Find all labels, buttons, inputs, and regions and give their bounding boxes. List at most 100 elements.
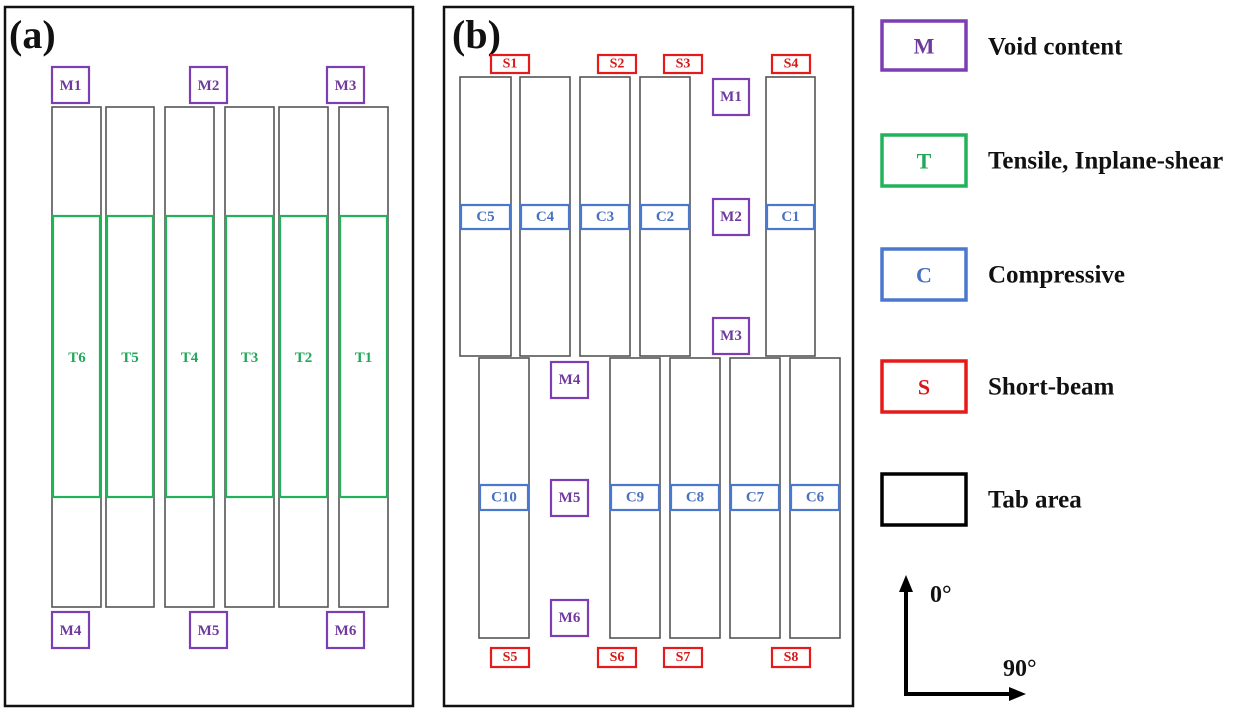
svg-text:C9: C9 bbox=[626, 490, 644, 506]
void-sample: M4 bbox=[549, 360, 590, 400]
panel-a-frame bbox=[3, 5, 415, 708]
tensile-gauge bbox=[51, 214, 102, 499]
compressive-gauge bbox=[579, 203, 631, 231]
svg-text:Tensile, Inplane-shear: Tensile, Inplane-shear bbox=[988, 148, 1223, 175]
legend-item-void-content: M Void content bbox=[880, 19, 1123, 72]
svg-text:C10: C10 bbox=[491, 490, 517, 506]
svg-text:M4: M4 bbox=[559, 372, 581, 388]
tab-area bbox=[338, 106, 389, 608]
svg-text:C1: C1 bbox=[781, 209, 799, 225]
legend-swatch-compressive bbox=[880, 247, 968, 302]
legend-item-short-beam: S Short-beam bbox=[880, 359, 1115, 414]
svg-text:Tab area: Tab area bbox=[988, 487, 1082, 514]
legend-swatch-void bbox=[880, 19, 968, 72]
svg-text:T: T bbox=[917, 149, 932, 174]
svg-text:M6: M6 bbox=[335, 623, 357, 639]
legend-swatch-tensile bbox=[880, 133, 968, 188]
short-beam-sample: S4 bbox=[770, 53, 812, 75]
svg-text:S: S bbox=[918, 375, 930, 400]
svg-text:C6: C6 bbox=[806, 490, 825, 506]
svg-text:Void content: Void content bbox=[988, 34, 1123, 61]
void-sample: M5 bbox=[549, 478, 590, 518]
svg-text:C3: C3 bbox=[596, 209, 614, 225]
short-beam-sample: S8 bbox=[770, 646, 812, 669]
compressive-specimen: C4 bbox=[519, 76, 571, 357]
svg-text:M3: M3 bbox=[720, 328, 742, 344]
svg-text:S8: S8 bbox=[784, 650, 799, 665]
compressive-gauge bbox=[609, 483, 661, 512]
svg-text:M6: M6 bbox=[559, 610, 581, 626]
panel-b-frame bbox=[442, 5, 855, 708]
compressive-specimen: C10 bbox=[478, 357, 530, 639]
legend-item-tensile: T Tensile, Inplane-shear bbox=[880, 133, 1223, 188]
svg-text:M4: M4 bbox=[60, 623, 82, 639]
tensile-gauge bbox=[224, 214, 275, 499]
void-sample: M6 bbox=[325, 610, 366, 650]
legend-item-compressive: C Compressive bbox=[880, 247, 1125, 302]
compressive-gauge bbox=[459, 203, 512, 231]
svg-text:S5: S5 bbox=[503, 650, 518, 665]
compressive-gauge bbox=[789, 483, 841, 512]
void-sample: M3 bbox=[711, 316, 751, 356]
tensile-specimen: T6 bbox=[51, 106, 102, 608]
tensile-specimen: T5 bbox=[105, 106, 155, 608]
compressive-specimen: C3 bbox=[579, 76, 631, 357]
void-sample: M5 bbox=[188, 610, 229, 650]
svg-text:S7: S7 bbox=[676, 650, 691, 665]
compressive-gauge bbox=[765, 203, 816, 231]
svg-text:T5: T5 bbox=[121, 350, 139, 366]
tab-area bbox=[278, 106, 329, 608]
arrow-right-icon bbox=[1009, 687, 1026, 701]
compressive-specimen: C8 bbox=[669, 357, 721, 639]
svg-text:C5: C5 bbox=[476, 209, 494, 225]
svg-text:S1: S1 bbox=[503, 57, 518, 72]
svg-text:C2: C2 bbox=[656, 209, 674, 225]
tensile-specimen: T3 bbox=[224, 106, 275, 608]
compressive-specimen: C5 bbox=[459, 76, 512, 357]
void-sample: M6 bbox=[549, 598, 590, 638]
svg-text:M2: M2 bbox=[198, 78, 220, 94]
compressive-specimen: C6 bbox=[789, 357, 841, 639]
svg-text:M3: M3 bbox=[335, 78, 357, 94]
svg-text:T6: T6 bbox=[68, 350, 86, 366]
orientation-indicator: 0° 90° bbox=[899, 575, 1037, 701]
tensile-gauge bbox=[164, 214, 215, 499]
svg-text:M5: M5 bbox=[559, 490, 581, 506]
tensile-specimen: T2 bbox=[278, 106, 329, 608]
svg-text:S2: S2 bbox=[610, 57, 625, 72]
arrow-up-icon bbox=[899, 575, 913, 592]
compressive-gauge bbox=[519, 203, 571, 231]
svg-text:M2: M2 bbox=[720, 209, 742, 225]
svg-text:T1: T1 bbox=[355, 350, 373, 366]
svg-text:M1: M1 bbox=[60, 78, 82, 94]
svg-text:C8: C8 bbox=[686, 490, 704, 506]
svg-text:C: C bbox=[916, 263, 932, 288]
panel-a-label: (a) bbox=[9, 12, 56, 57]
short-beam-sample: S5 bbox=[489, 646, 531, 669]
svg-text:M: M bbox=[914, 34, 935, 59]
tensile-gauge bbox=[338, 214, 389, 499]
tensile-gauge bbox=[105, 214, 155, 499]
panel-b: (b) S1 S2 S3 S4 C5 C4 bbox=[442, 5, 855, 708]
svg-text:C4: C4 bbox=[536, 209, 555, 225]
zero-degree-label: 0° bbox=[930, 582, 952, 608]
short-beam-sample: S7 bbox=[662, 646, 704, 669]
legend-item-tab-area: Tab area bbox=[880, 472, 1082, 527]
svg-text:M1: M1 bbox=[720, 89, 742, 105]
short-beam-sample: S3 bbox=[662, 53, 704, 75]
short-beam-sample: S2 bbox=[596, 53, 638, 75]
tensile-specimen: T1 bbox=[338, 106, 389, 608]
tensile-specimen: T4 bbox=[164, 106, 215, 608]
svg-text:T3: T3 bbox=[241, 350, 259, 366]
void-sample: M4 bbox=[50, 610, 91, 650]
compressive-gauge bbox=[669, 483, 721, 512]
compressive-specimen: C9 bbox=[609, 357, 661, 639]
void-sample: M2 bbox=[711, 197, 751, 237]
tensile-gauge bbox=[278, 214, 329, 499]
compressive-specimen: C1 bbox=[765, 76, 816, 357]
void-sample: M1 bbox=[50, 65, 91, 105]
void-sample: M3 bbox=[325, 65, 366, 105]
ninety-degree-label: 90° bbox=[1003, 656, 1037, 682]
short-beam-sample: S6 bbox=[596, 646, 638, 669]
